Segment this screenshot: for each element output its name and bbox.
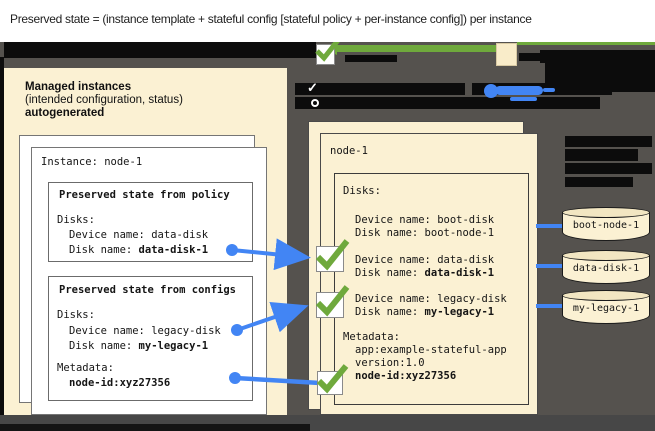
configs-metadata-value: node-id:xyz27356 — [69, 377, 171, 389]
template-chip — [496, 43, 517, 66]
redacted-bar — [4, 42, 316, 58]
redacted-bar — [295, 83, 465, 95]
policy-box-title: Preserved state from policy — [59, 189, 230, 201]
vm-metadata-node: node-id:xyz27356 — [355, 370, 457, 382]
blue-arrow-understroke — [510, 97, 537, 101]
policy-disk-line: Disk name: data-disk-1 — [69, 244, 209, 256]
configs-box-title: Preserved state from configs — [59, 284, 237, 296]
preserved-state-configs-box: Preserved state from configs Disks: Devi… — [48, 276, 253, 401]
checkbox-legacy-disk — [315, 285, 350, 318]
diagram-title: Preserved state = (instance template + s… — [10, 12, 532, 26]
redacted-bar — [565, 163, 652, 174]
diagram-canvas: ✓ Managed instances (intended configurat… — [0, 42, 655, 431]
checkbox-node-id — [316, 364, 349, 395]
vm-data-device-line: Device name: data-disk — [355, 254, 495, 266]
redacted-bar — [565, 177, 633, 187]
policy-disks-heading: Disks: — [57, 214, 95, 226]
vm-legacy-device-line: Device name: legacy-disk — [355, 293, 507, 305]
green-checkmark-icon — [315, 239, 350, 271]
vm-disks-heading: Disks: — [343, 185, 381, 197]
vm-title: node-1 — [330, 145, 368, 157]
stub-data-disk — [536, 264, 564, 268]
cylinder-top — [562, 207, 650, 218]
blue-arrow-shaft — [495, 86, 543, 95]
vm-boot-device-line: Device name: boot-disk — [355, 214, 495, 226]
vm-metadata-app: app:example-stateful-app — [355, 344, 507, 356]
green-arrow-shaft — [334, 45, 496, 52]
cylinder-top — [562, 290, 650, 301]
preserved-state-policy-box: Preserved state from policy Disks: Devic… — [48, 182, 253, 262]
vm-data-disk-line: Disk name: data-disk-1 — [355, 267, 495, 279]
disk-label-legacy: my-legacy-1 — [572, 303, 640, 314]
redacted-bar — [565, 149, 638, 161]
cylinder-body — [562, 295, 650, 324]
green-checkmark-icon — [315, 285, 350, 317]
blue-arrow-tail — [543, 88, 555, 92]
blue-arrowhead-dot — [484, 84, 498, 98]
vm-metadata-version: version:1.0 — [355, 357, 425, 369]
bottom-band-dark — [0, 424, 310, 431]
managed-instances-subheading: (intended configuration, status) — [25, 94, 183, 106]
redacted-bar — [295, 97, 600, 109]
vm-metadata-heading: Metadata: — [343, 331, 400, 343]
stub-legacy-disk — [536, 304, 564, 308]
checkbox-top — [315, 42, 340, 65]
disk-cylinder-boot: boot-node-1 — [562, 207, 650, 241]
stub-boot-disk — [536, 224, 564, 228]
left-frame-edge — [0, 57, 4, 431]
configs-metadata-heading: Metadata: — [57, 362, 114, 374]
vm-legacy-disk-line: Disk name: my-legacy-1 — [355, 306, 495, 318]
redacted-bar — [345, 55, 397, 62]
redacted-bar — [540, 50, 655, 63]
green-arrow-thin-line — [517, 42, 655, 45]
checkbox-data-disk — [315, 239, 350, 272]
vm-disks-box: Disks: Device name: boot-disk Disk name:… — [334, 173, 529, 405]
hidden-circle-notch — [311, 99, 319, 107]
configs-disks-heading: Disks: — [57, 309, 95, 321]
disk-cylinder-legacy: my-legacy-1 — [562, 290, 650, 324]
configs-disk-line: Disk name: my-legacy-1 — [69, 340, 209, 352]
redacted-bar — [565, 136, 652, 147]
managed-instances-heading: Managed instances — [25, 81, 132, 93]
instance-title: Instance: node-1 — [41, 156, 143, 168]
instance-card-front: Instance: node-1 Preserved state from po… — [31, 147, 267, 415]
managed-instances-autogenerated: autogenerated — [25, 107, 105, 119]
title-banner: Preserved state = (instance template + s… — [0, 0, 655, 43]
disk-cylinder-data: data-disk-1 — [562, 250, 650, 284]
cylinder-top — [562, 250, 650, 261]
hidden-checkmark-notch: ✓ — [307, 80, 318, 95]
green-checkmark-icon — [315, 42, 340, 62]
disk-label-boot: boot-node-1 — [572, 220, 640, 231]
green-checkmark-icon — [316, 364, 349, 394]
vm-boot-disk-line: Disk name: boot-node-1 — [355, 227, 495, 239]
cylinder-body — [562, 255, 650, 284]
configs-device-line: Device name: legacy-disk — [69, 325, 221, 337]
vm-card-front: node-1 Disks: Device name: boot-disk Dis… — [320, 133, 538, 415]
disk-label-data: data-disk-1 — [572, 263, 640, 274]
policy-device-line: Device name: data-disk — [69, 229, 209, 241]
